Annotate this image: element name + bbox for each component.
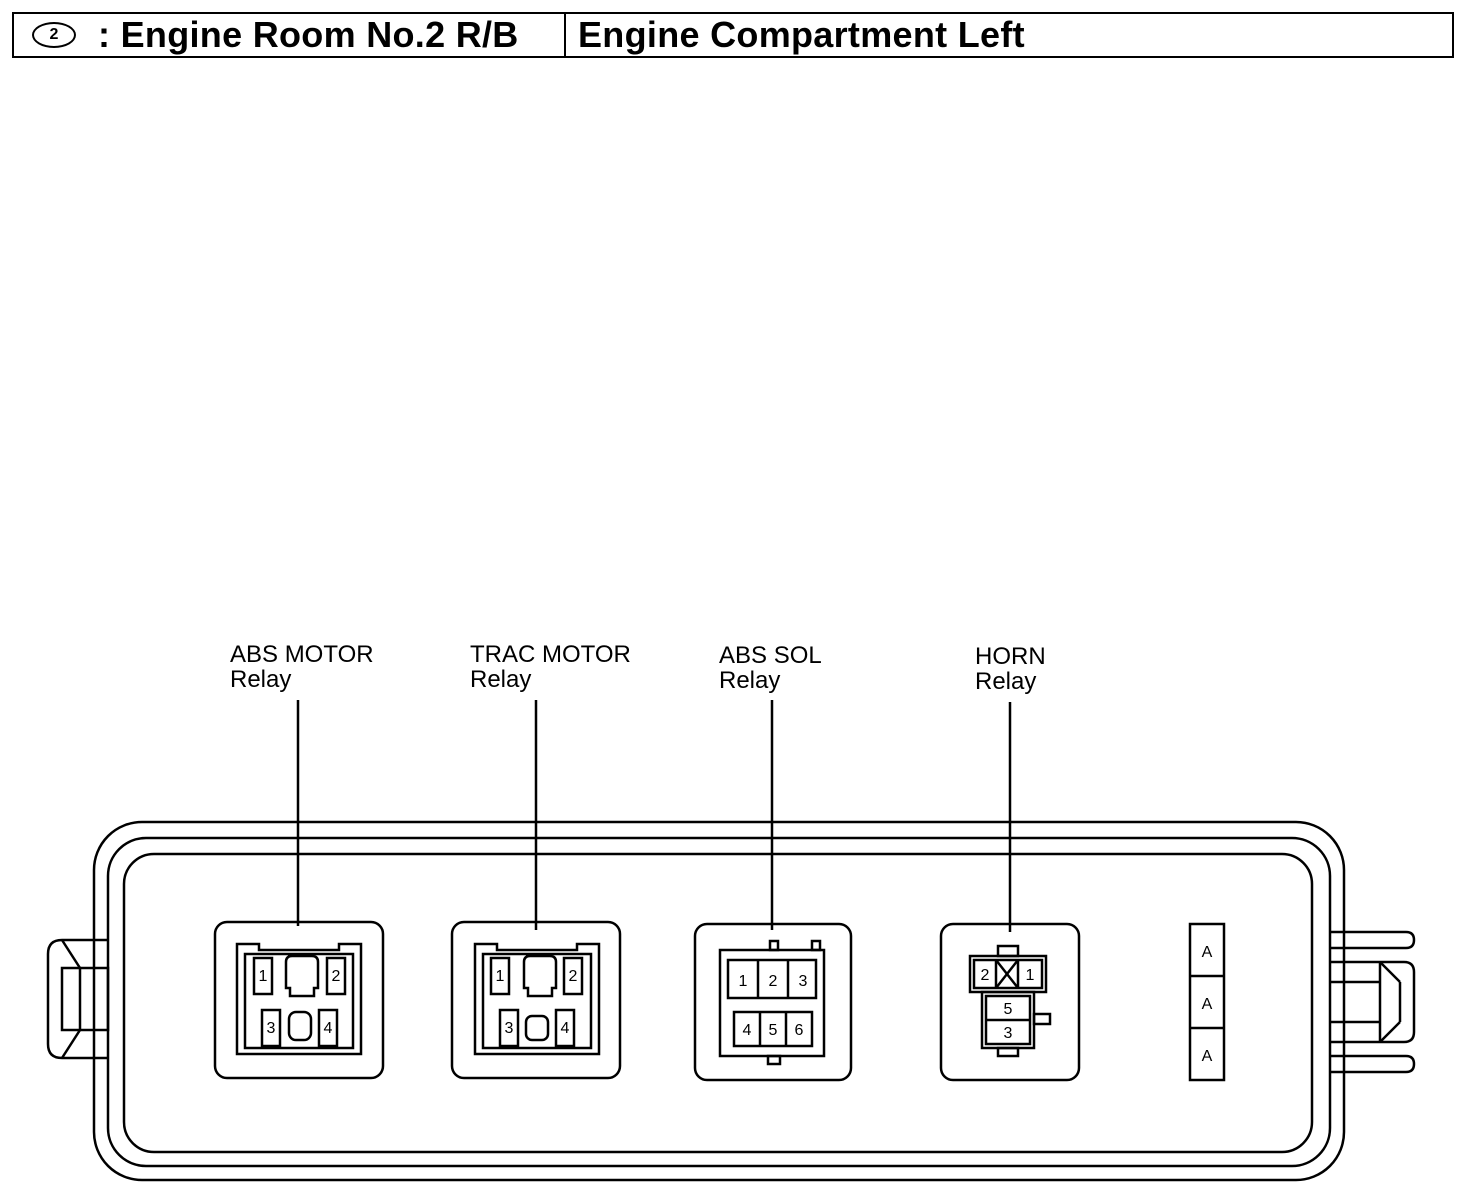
block-name: : Engine Room No.2 R/B — [98, 14, 519, 55]
diagram-header: 2 : Engine Room No.2 R/B Engine Compartm… — [12, 12, 1454, 58]
fuse-slot-label: A — [1202, 996, 1213, 1013]
abs-motor-relay-socket — [213, 920, 385, 1080]
fuse-slot-label: A — [1202, 1048, 1213, 1065]
terminal-label: 2 — [769, 973, 778, 990]
relay-type: Relay — [230, 666, 292, 693]
terminal-label: 1 — [1026, 967, 1035, 984]
terminal-label: 5 — [1004, 1001, 1013, 1018]
terminal-label: 3 — [505, 1020, 514, 1037]
terminal-label: 1 — [259, 968, 268, 985]
terminal-label: 2 — [569, 968, 578, 985]
relay-label-trac-motor: TRAC MOTOR Relay — [470, 642, 631, 692]
relay-label-abs-motor: ABS MOTOR Relay — [230, 642, 374, 692]
terminal-label: 3 — [799, 973, 808, 990]
terminal-label: 1 — [739, 973, 748, 990]
terminal-label: 2 — [332, 968, 341, 985]
terminal-label: 4 — [561, 1020, 570, 1037]
relay-name: HORN — [975, 643, 1046, 670]
relay-name: TRAC MOTOR — [470, 641, 631, 668]
terminal-label: 5 — [769, 1022, 778, 1039]
terminal-label: 6 — [795, 1022, 804, 1039]
relay-type: Relay — [719, 667, 781, 694]
terminal-label: 3 — [267, 1020, 276, 1037]
relay-label-abs-sol: ABS SOL Relay — [719, 643, 822, 693]
fuse-slot-group — [1188, 922, 1226, 1082]
housing-outer — [92, 820, 1346, 1182]
horn-relay-socket — [939, 922, 1081, 1082]
trac-motor-relay-socket — [450, 920, 622, 1080]
relay-type: Relay — [975, 668, 1037, 695]
terminal-label: 2 — [981, 967, 990, 984]
terminal-label: 3 — [1004, 1025, 1013, 1042]
terminal-label: 1 — [496, 968, 505, 985]
relay-name: ABS SOL — [719, 642, 822, 669]
right-latch — [1330, 930, 1416, 1074]
block-location: Engine Compartment Left — [578, 14, 1025, 55]
relay-name: ABS MOTOR — [230, 641, 374, 668]
housing-inner — [122, 852, 1314, 1154]
abs-sol-relay-socket — [693, 922, 853, 1082]
relay-label-horn: HORN Relay — [975, 644, 1046, 694]
location-number-badge: 2 — [32, 22, 76, 48]
terminal-label: 4 — [324, 1020, 333, 1037]
fuse-slot-label: A — [1202, 944, 1213, 961]
terminal-label: 4 — [743, 1022, 752, 1039]
header-block-cell: 2 : Engine Room No.2 R/B — [14, 14, 566, 56]
header-location-cell: Engine Compartment Left — [566, 14, 1452, 56]
relay-type: Relay — [470, 666, 532, 693]
left-latch — [46, 938, 110, 1060]
